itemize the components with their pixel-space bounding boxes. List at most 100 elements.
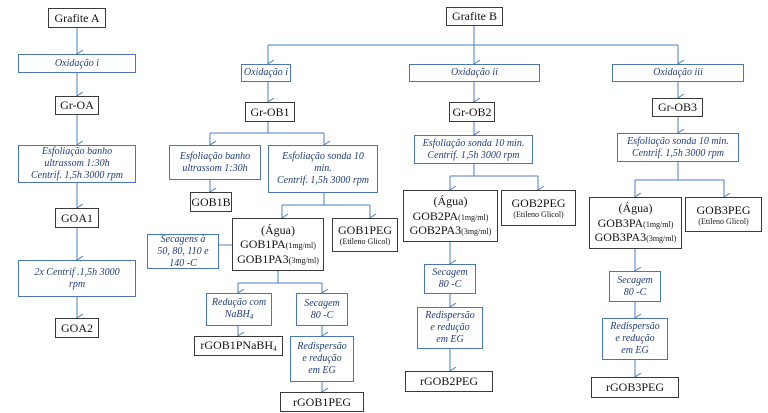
redispersion-b2-line3: em EG	[436, 334, 464, 345]
rgob2peg-label: rGOB2PEG	[419, 374, 478, 389]
oxidation-b1-label: Oxidação i	[243, 67, 289, 78]
gr-ob3-node: Gr-OB3	[652, 98, 703, 117]
bath-b1-line2: ultrassom 1:30h	[182, 162, 248, 174]
rgob1peg-node: rGOB1PEG	[280, 392, 364, 412]
rgob2peg-node: rGOB2PEG	[405, 371, 493, 392]
oxidation-b3-step: Oxidação iii	[612, 64, 744, 82]
centrifuge-a-line2: rpm	[68, 278, 86, 290]
gob3peg-solvent: (Etileno Glicol)	[698, 216, 749, 226]
gob3pa3-line: GOB3PA3(3mg/ml)	[595, 230, 677, 244]
gob2peg-node: GOB2PEG (Etileno Glicol)	[501, 190, 576, 226]
gob3peg-node: GOB3PEG (Etileno Glicol)	[685, 197, 762, 232]
gob3pa-node: (Água) GOB3PA(1mg/ml) GOB3PA3(3mg/ml)	[589, 197, 682, 249]
gob3pa3-name: GOB3PA3	[594, 230, 647, 245]
redispersion-b3-line3: em EG	[621, 345, 649, 356]
goa2-node: GOA2	[55, 318, 99, 338]
redispersion-b3-step: Redispersão e redução em EG	[602, 318, 668, 360]
bath-b1-step: Esfoliação banho ultrassom 1:30h	[169, 145, 261, 180]
probe-b3-step: Esfoliação sonda 10 min. Centrif. 1,5h 3…	[617, 133, 739, 162]
drying-b1-line1: Secagem	[304, 297, 340, 309]
drying-b2-line1: Secagem	[432, 267, 468, 278]
drying-b2-line2: 80 -C	[438, 279, 462, 290]
gob1peg-name: GOB1PEG	[337, 223, 392, 237]
drying-b3-step: Secagem 80 -C	[609, 271, 661, 302]
gob1b-node: GOB1B	[190, 192, 232, 212]
gob2pa-conc: (1mg/ml)	[458, 212, 489, 222]
reduction-b1-step: Redução com NaBH4	[206, 293, 272, 326]
reduction-b1-line2: NaBH4	[225, 309, 254, 321]
grafite-b-node: Grafite B	[446, 7, 503, 26]
gob2pa-node: (Água) GOB2PA(1mg/ml) GOB2PA3(3mg/ml)	[403, 190, 498, 242]
redispersion-b1-line2: e redução	[302, 353, 342, 364]
gr-oa-node: Gr-OA	[55, 96, 99, 115]
drying-b1-line2: 80 -C	[310, 309, 334, 321]
rgob1pnabh4-node: rGOB1PNaBH4	[194, 336, 283, 356]
drying-b3-line1: Secagem	[617, 274, 653, 286]
drying-b2-step: Secagem 80 -C	[424, 264, 476, 294]
oxidation-b2-step: Oxidação ii	[409, 64, 540, 82]
probe-b3-line1: Esfoliação sonda 10 min.	[627, 135, 729, 147]
gob1pa-name: GOB1PA	[240, 237, 286, 252]
grafite-a-node: Grafite A	[48, 8, 106, 28]
probe-b3-line2: Centrif. 1,5h 3000 rpm	[632, 147, 724, 159]
goa1-node: GOA1	[55, 208, 99, 228]
exfoliation-a-line1: Esfoliação banho	[41, 146, 113, 157]
gr-ob1-label: Gr-OB1	[250, 104, 290, 119]
probe-b2-step: Esfoliação sonda 10 min. Centrif. 1,5h 3…	[414, 135, 533, 164]
reduction-b1-subscript: 4	[249, 313, 254, 322]
water-b3-label: (Água)	[618, 201, 653, 216]
drying-multi-b1-line2: 50, 80, 110 e	[157, 245, 209, 257]
redispersion-b2-line1: Redispersão	[425, 310, 475, 321]
redispersion-b3-line1: Redispersão	[610, 321, 660, 332]
grafite-b-label: Grafite B	[452, 9, 497, 24]
gob3pa-name: GOB3PA	[597, 215, 644, 230]
gob2peg-solvent: (Etileno Glicol)	[513, 210, 564, 220]
reduction-b1-reagent: NaBH	[224, 309, 250, 321]
drying-b3-line2: 80 -C	[623, 286, 647, 298]
rgob1pnabh4-line: rGOB1PNaBH4	[200, 338, 276, 353]
redispersion-b1-line3: em EG	[308, 365, 336, 376]
rgob3peg-label: rGOB3PEG	[605, 380, 664, 395]
rgob1pnabh4-subscript: 4	[273, 345, 277, 354]
reduction-b1-line1: Redução com	[211, 297, 267, 309]
gob3peg-name: GOB3PEG	[696, 202, 751, 217]
exfoliation-a-line2: ultrassom 1:30h	[44, 158, 110, 169]
bath-b1-line1: Esfoliação banho	[179, 150, 251, 162]
gob2pa3-line: GOB2PA3(3mg/ml)	[410, 223, 492, 237]
probe-b2-line1: Esfoliação sonda 10 min.	[422, 137, 525, 149]
gr-ob3-label: Gr-OB3	[657, 100, 698, 115]
centrifuge-a-line1: 2x Centrif .1,5h 3000	[34, 266, 120, 278]
gob1pa-node: (Água) GOB1PA(1mg/ml) GOB1PA3(3mg/ml)	[232, 218, 324, 271]
exfoliation-a-line3: Centrif. 1,5h 3000 rpm	[31, 170, 123, 181]
probe-b1-line3: Centrif. 1,5h 3000 rpm	[277, 175, 369, 186]
probe-b1-line2: min.	[314, 163, 332, 174]
gr-ob2-label: Gr-OB2	[452, 104, 492, 119]
oxidation-b1-step: Oxidação i	[241, 64, 291, 82]
oxidation-a-label: Oxidação i	[54, 57, 100, 69]
gob2pa-name: GOB2PA	[412, 208, 459, 223]
oxidation-a-step: Oxidação i	[18, 54, 136, 73]
gob3pa-line: GOB3PA(1mg/ml)	[598, 216, 674, 230]
gob3pa3-conc: (3mg/ml)	[646, 234, 677, 244]
oxidation-b3-label: Oxidação iii	[653, 67, 703, 78]
redispersion-b3-line2: e redução	[615, 333, 655, 344]
drying-b1-step: Secagem 80 -C	[296, 293, 348, 326]
drying-multi-b1-line1: Secagens à	[160, 233, 206, 245]
goa2-label: GOA2	[61, 320, 93, 335]
probe-b1-line1: Esfoliação sonda 10	[282, 151, 364, 162]
redispersion-b1-line1: Redispersão	[297, 341, 347, 352]
grafite-a-label: Grafite A	[54, 10, 100, 25]
probe-b1-step: Esfoliação sonda 10 min. Centrif. 1,5h 3…	[268, 145, 378, 193]
gob1pa3-line: GOB1PA3(3mg/ml)	[237, 252, 319, 266]
redispersion-b1-step: Redispersão e redução em EG	[290, 336, 354, 382]
probe-b2-line2: Centrif. 1,5h 3000 rpm	[427, 149, 520, 161]
redispersion-b2-step: Redispersão e redução em EG	[417, 307, 483, 349]
rgob3peg-node: rGOB3PEG	[591, 377, 679, 398]
gr-ob2-node: Gr-OB2	[449, 102, 495, 122]
gob2pa3-conc: (3mg/ml)	[461, 227, 492, 237]
gob3pa-conc: (1mg/ml)	[643, 219, 674, 229]
gob1pa-conc: (1mg/ml)	[285, 241, 316, 251]
water-b2-label: (Água)	[433, 194, 468, 209]
drying-multi-b1-step: Secagens à 50, 80, 110 e 140 -C	[147, 234, 219, 269]
gob1peg-node: GOB1PEG (Etileno Glicol)	[332, 218, 398, 252]
